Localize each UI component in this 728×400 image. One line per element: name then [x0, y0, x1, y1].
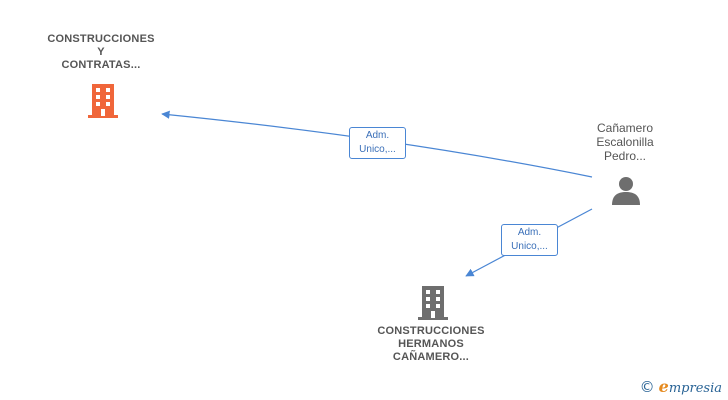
building-icon	[418, 286, 448, 320]
company-node-top[interactable]: CONSTRUCCIONES Y CONTRATAS...	[31, 33, 171, 72]
copyright-icon: ©	[639, 378, 655, 396]
company-name-line: CONSTRUCCIONES	[377, 325, 485, 337]
company-name-line: Y	[97, 46, 105, 58]
edge-label-role[interactable]: Adm. Unico,...	[349, 127, 406, 159]
company-name: CONSTRUCCIONES HERMANOS CAÑAMERO...	[361, 325, 501, 364]
company-name: CONSTRUCCIONES Y CONTRATAS...	[31, 33, 171, 72]
brand-initial: e	[658, 377, 669, 396]
company-node-bottom[interactable]: CONSTRUCCIONES HERMANOS CAÑAMERO...	[361, 325, 501, 364]
person-name: Cañamero Escalonilla Pedro...	[573, 121, 677, 163]
edge-label-line: Adm.	[365, 130, 390, 141]
edge-label-role[interactable]: Adm. Unico,...	[501, 224, 558, 256]
company-name-line: CONTRATAS...	[61, 59, 141, 71]
edge-label-line: Unico,...	[359, 144, 396, 155]
person-node[interactable]: Cañamero Escalonilla Pedro...	[573, 121, 677, 163]
building-icon	[88, 84, 118, 118]
person-name-line: Escalonilla	[596, 135, 654, 149]
company-name-line: HERMANOS	[398, 338, 464, 350]
person-name-line: Pedro...	[603, 149, 647, 163]
person-name-line: Cañamero	[596, 121, 654, 135]
brand-rest: mpresia	[668, 381, 722, 396]
company-name-line: CAÑAMERO...	[392, 351, 470, 363]
edge-label-line: Unico,...	[511, 241, 548, 252]
company-name-line: CONSTRUCCIONES	[47, 33, 155, 45]
edge-label-line: Adm.	[517, 227, 542, 238]
person-icon	[612, 177, 640, 205]
brand-logo: ©empresia	[640, 377, 722, 396]
